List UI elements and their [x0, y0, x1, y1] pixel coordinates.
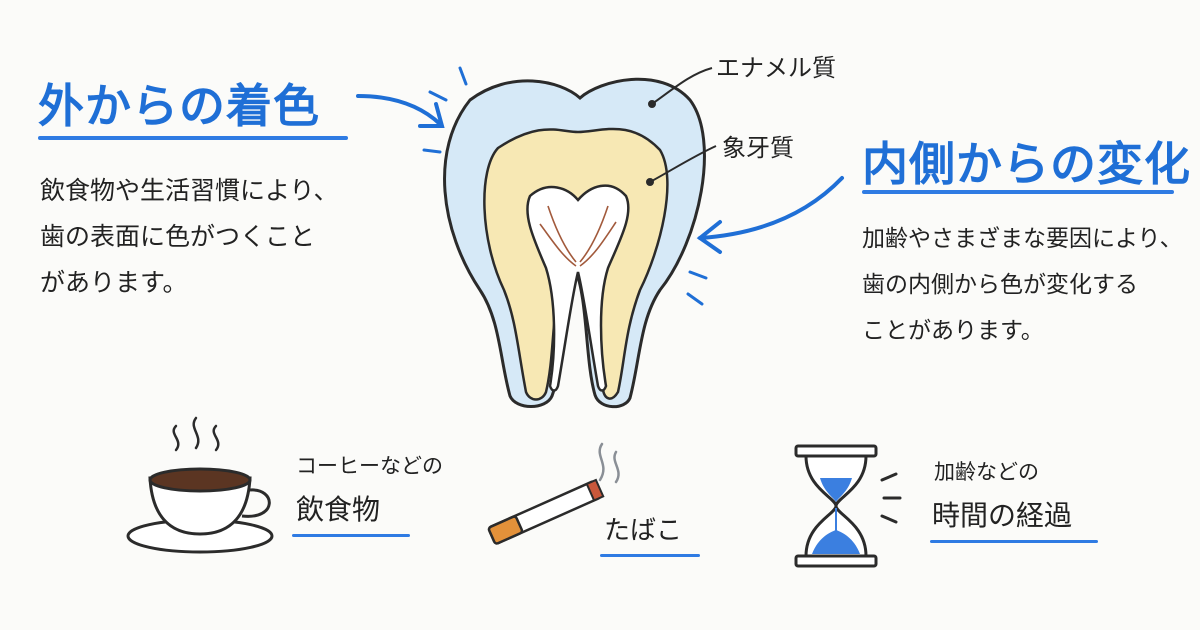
- inner-description-line: ことがあります。: [862, 318, 1044, 344]
- cigarette-label: たばこ: [604, 516, 683, 546]
- inner-change-heading: 内側からの変化: [862, 137, 1191, 191]
- outer-description-line: 歯の表面に色がつくこと: [40, 222, 316, 251]
- inner-description-line: 加齢やさまざまな要因により、: [862, 226, 1183, 252]
- hourglass-icon: [794, 444, 902, 568]
- coffee-label-line1: コーヒーなどの: [296, 454, 443, 478]
- coffee-label-underline: [292, 534, 410, 537]
- label-pointers: [646, 67, 717, 186]
- inner-description: 加齢やさまざまな要因により、 歯の内側から色が変化する ことがあります。: [862, 216, 1183, 354]
- outer-description-line: があります。: [40, 268, 188, 297]
- inner-heading-underline: [862, 190, 1174, 194]
- outer-arrow-icon: [356, 94, 445, 128]
- cigarette-label-underline: [600, 554, 700, 557]
- inner-description-line: 歯の内側から色が変化する: [862, 272, 1138, 298]
- coffee-cup-icon: [126, 416, 274, 554]
- cigarette-icon: [487, 442, 620, 545]
- dentin-label: 象牙質: [722, 134, 794, 162]
- enamel-label: エナメル質: [716, 54, 836, 82]
- outer-staining-heading: 外からの着色: [38, 79, 320, 133]
- pulp-layer: [526, 184, 630, 392]
- emphasis-marks-icon: [422, 66, 708, 306]
- outer-description-line: 飲食物や生活習慣により、: [40, 176, 339, 205]
- outer-heading-underline: [38, 136, 348, 140]
- nerve-lines: [539, 205, 617, 267]
- inner-arrow-icon: [696, 176, 844, 254]
- coffee-label-line2: 飲食物: [296, 493, 381, 526]
- aging-label-line2: 時間の経過: [932, 499, 1073, 532]
- outer-description: 飲食物や生活習慣により、 歯の表面に色がつくこと があります。: [40, 168, 339, 306]
- aging-label-line1: 加齢などの: [934, 460, 1039, 484]
- aging-label-underline: [930, 540, 1098, 543]
